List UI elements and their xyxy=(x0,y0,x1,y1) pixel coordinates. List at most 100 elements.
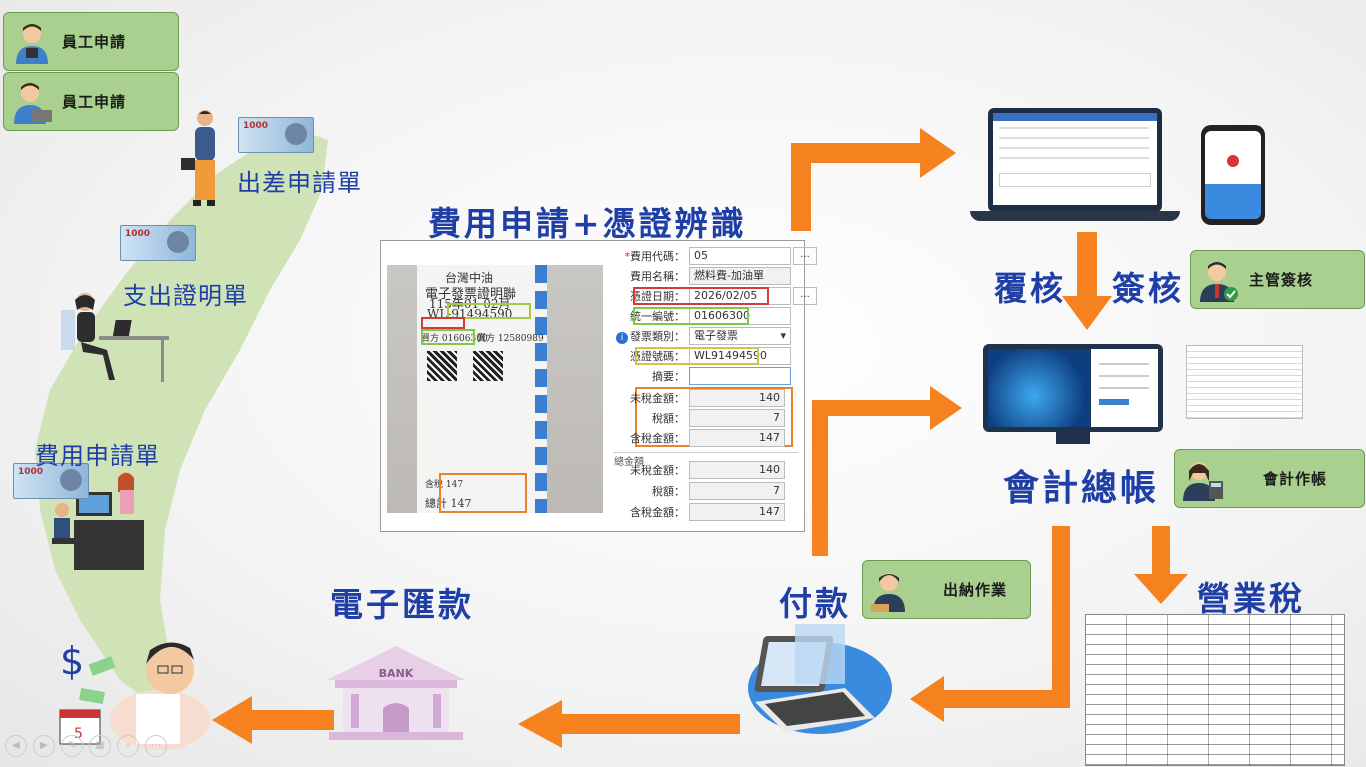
ocr-highlight xyxy=(633,307,749,325)
traveler-figure-icon xyxy=(181,110,215,206)
receipt-line: 電子發票證明聯 xyxy=(425,287,517,302)
erp-window xyxy=(993,113,1157,205)
field-row-expense-code: *費用代碼： 05 ... xyxy=(609,247,817,265)
arrow-segment xyxy=(791,143,921,163)
woman-laptop-figure-icon xyxy=(61,293,169,382)
next-slide-button[interactable]: ▶ xyxy=(33,735,55,757)
amount-field: 7 xyxy=(689,409,785,427)
arrow-segment xyxy=(1152,526,1170,576)
pen-tool-button[interactable]: ✎ xyxy=(61,735,83,757)
receipt-line: 總計 147 xyxy=(425,497,472,510)
receipt-photo: 台灣中油 電子發票證明聯 115年01-02月 WL-91494590 買方 0… xyxy=(387,265,603,513)
business-tax-label: 營業稅 xyxy=(1197,579,1305,618)
arrow-segment xyxy=(1077,232,1097,297)
arrow-head xyxy=(1134,574,1188,604)
receipt-line: 買方 01606300 xyxy=(421,334,488,344)
bank-sign: BANK xyxy=(379,667,414,680)
arrow-segment xyxy=(942,690,1070,708)
field-row-total: 含稅金額： 147 xyxy=(609,429,785,447)
svg-text:5: 5 xyxy=(74,726,83,742)
receipt-paper: 台灣中油 電子發票證明聯 115年01-02月 WL-91494590 買方 0… xyxy=(417,265,547,513)
role-accountant-label: 會計作帳 xyxy=(1263,470,1328,488)
employee-phone-icon xyxy=(16,23,48,64)
arrow-segment xyxy=(250,710,334,730)
arrow-segment xyxy=(812,400,932,416)
laptop-base xyxy=(970,211,1180,221)
employee-laptop-icon xyxy=(14,82,52,124)
bank-building-icon: BANK xyxy=(327,646,465,740)
arrow-segment xyxy=(812,408,828,556)
review-label: 覆核 xyxy=(994,269,1066,308)
more-options-button[interactable]: ⋯ xyxy=(145,735,167,757)
voucher-no-input[interactable]: WL91494590 xyxy=(689,347,791,365)
ocr-highlight xyxy=(447,303,531,319)
amount-field: 147 xyxy=(689,503,785,521)
arrow-head xyxy=(212,696,252,744)
expense-name-field: 燃料費-加油單 xyxy=(689,267,791,285)
receipt-stripe xyxy=(535,265,547,513)
expense-form-label: 費用申請單 xyxy=(35,442,160,470)
date-picker-button[interactable]: ... xyxy=(793,287,817,305)
receipt-line: 含稅 147 xyxy=(425,480,464,490)
zoom-button[interactable]: ⌕ xyxy=(117,735,139,757)
arrow-head xyxy=(518,700,562,748)
role-card-employee-1: 員工申請 xyxy=(3,12,179,71)
cashier-bank-icon xyxy=(871,572,905,612)
svg-text:$: $ xyxy=(60,639,84,683)
field-row-total-tax: 稅額： 7 xyxy=(609,482,785,500)
travel-form-label: 出差申請單 xyxy=(237,169,362,197)
field-row-total-total: 含稅金額： 147 xyxy=(609,503,785,521)
info-icon: i xyxy=(616,332,628,344)
prev-slide-button[interactable]: ◀ xyxy=(5,735,27,757)
remittance-label: 電子匯款 xyxy=(330,585,474,624)
expense-ocr-title: 費用申請+憑證辨識 xyxy=(428,204,747,243)
arrow-head xyxy=(930,386,962,430)
amount-field: 7 xyxy=(689,482,785,500)
ledger-report-sheet xyxy=(1186,345,1303,419)
ledger-monitor xyxy=(983,344,1163,432)
globe-splash xyxy=(988,349,1090,427)
role-cashier-label: 出納作業 xyxy=(943,581,1008,599)
qr-code-icon xyxy=(473,351,503,381)
role-card-employee-2: 員工申請 xyxy=(3,72,179,131)
invoice-type-select[interactable]: 電子發票▾ xyxy=(689,327,791,345)
banknote-icon: 1000 xyxy=(13,463,89,499)
total-title: 總金額 xyxy=(614,457,644,468)
role-manager-label: 主管簽核 xyxy=(1249,271,1314,289)
amount-field: 140 xyxy=(689,389,785,407)
field-row-pre-tax: 未稅金額： 140 xyxy=(609,389,785,407)
ocr-highlight xyxy=(421,329,475,345)
chevron-down-icon: ▾ xyxy=(780,329,786,342)
monitor-stand xyxy=(1056,432,1090,444)
role-employee-label: 員工申請 xyxy=(62,93,127,111)
accountant-calculator-icon xyxy=(1183,461,1223,501)
approve-label: 簽核 xyxy=(1112,269,1184,308)
slides-grid-button[interactable]: ▦ xyxy=(89,735,111,757)
qr-code-icon xyxy=(427,351,457,381)
arrow-head xyxy=(1062,296,1112,330)
field-row-tax: 稅額： 7 xyxy=(609,409,785,427)
tax-form-document xyxy=(1085,614,1345,766)
receipt-line: 賣方 12580989 xyxy=(477,334,544,344)
arrow-head xyxy=(910,676,944,722)
summary-input[interactable] xyxy=(689,367,791,385)
role-card-accountant: 會計作帳 xyxy=(1174,449,1365,508)
payment-label: 付款 xyxy=(779,584,851,623)
field-row-summary: 摘要： xyxy=(609,367,791,385)
ocr-highlight xyxy=(633,287,769,305)
expense-code-input[interactable]: 05 xyxy=(689,247,791,265)
lookup-button[interactable]: ... xyxy=(793,247,817,265)
field-row-voucher-no: 憑證號碼： WL91494590 xyxy=(609,347,791,365)
ocr-highlight xyxy=(421,317,465,329)
mobile-phone-icon xyxy=(1201,125,1265,225)
field-row-expense-name: 費用名稱： 燃料費-加油單 xyxy=(609,267,791,285)
arrow-segment xyxy=(560,714,740,734)
banknote-icon: 1000 xyxy=(238,117,314,153)
divider xyxy=(613,452,798,453)
role-employee-label: 員工申請 xyxy=(62,33,127,51)
role-card-cashier: 出納作業 xyxy=(862,560,1031,619)
receipt-line: 台灣中油 xyxy=(445,271,494,285)
expense-proof-label: 支出證明單 xyxy=(123,282,248,310)
